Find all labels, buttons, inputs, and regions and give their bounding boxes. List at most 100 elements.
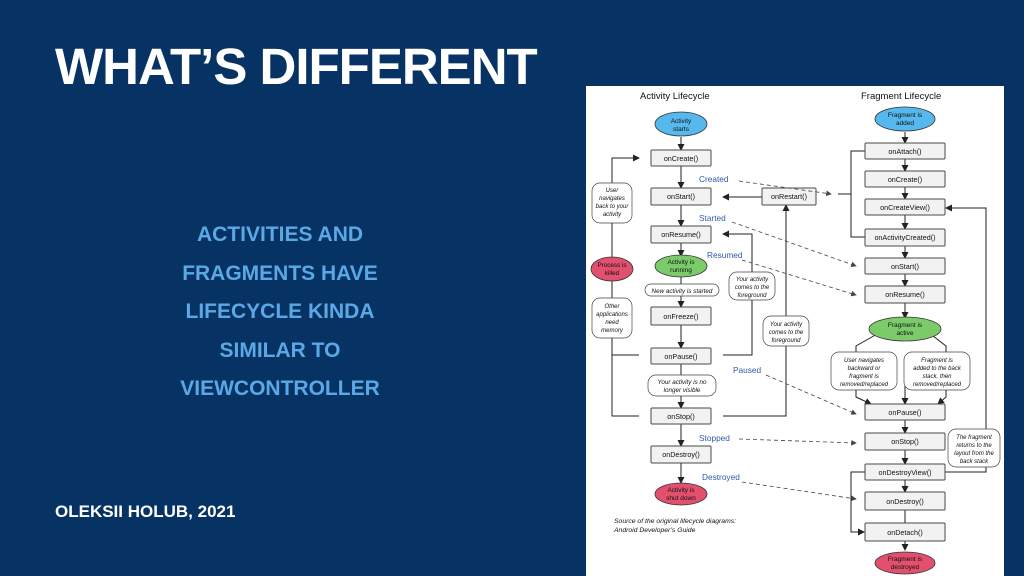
added-to-back-stack-label: removed/replaced	[913, 382, 962, 388]
activity-onrestart-box: onRestart()	[761, 187, 817, 206]
user-navigates-back-label: navigates	[599, 196, 625, 202]
no-longer-visible-note: Your activity is no longer visible	[647, 374, 717, 397]
fragment-onactivitycreated-box: onActivityCreated()	[864, 228, 946, 247]
fragment-returns-label: returns to the	[956, 443, 992, 449]
source-note: Source of the original lifecycle diagram…	[614, 518, 736, 525]
body-line: LIFECYCLE KINDA	[185, 300, 375, 323]
fragment-ondestroy-box: onDestroy()	[864, 491, 946, 511]
comes-to-foreground-note-2: Your activity comes to the foreground	[762, 315, 810, 347]
user-navigates-backward-label: backward or	[848, 366, 882, 372]
activity-oncreate-box: onCreate()	[650, 149, 712, 167]
activity-onfreeze-label: onFreeze()	[663, 312, 698, 321]
fragment-oncreate-label: onCreate()	[888, 175, 922, 184]
fragment-onresume-label: onResume()	[885, 290, 925, 299]
activity-onrestart-label: onRestart()	[771, 192, 807, 201]
fragment-added-label: Fragment is	[888, 112, 923, 119]
fragment-onstop-box: onStop()	[864, 432, 946, 451]
user-navigates-back-label: activity	[603, 212, 622, 218]
activity-running-node	[654, 254, 708, 278]
activity-onstop-box: onStop()	[650, 407, 712, 425]
activity-onstop-label: onStop()	[667, 412, 695, 421]
state-paused: Paused	[733, 365, 762, 375]
fragment-onstart-label: onStart()	[891, 262, 919, 271]
other-apps-label: memory	[601, 328, 624, 334]
state-stopped: Stopped	[699, 433, 730, 443]
activity-onpause-box: onPause()	[650, 347, 712, 365]
fragment-active-label: active	[897, 330, 914, 337]
activity-starts-label: Activity	[671, 118, 692, 125]
fragment-ondetach-box: onDetach()	[864, 522, 946, 542]
process-killed-label: killed	[605, 270, 620, 277]
fragment-ondestroyview-box: onDestroyView()	[864, 463, 946, 481]
state-resumed: Resumed	[707, 250, 743, 260]
fragment-onstart-box: onStart()	[864, 257, 946, 275]
fragment-active-label: Fragment is	[888, 322, 923, 329]
comes-to-foreground-label: Your activity	[770, 322, 803, 328]
added-to-back-stack-label: stack, then	[922, 374, 952, 380]
fragment-ondestroyview-label: onDestroyView()	[879, 468, 932, 477]
slide-title: WHAT’S DIFFERENT	[55, 38, 538, 95]
body-line: FRAGMENTS HAVE	[182, 261, 378, 285]
fragment-onresume-box: onResume()	[864, 285, 946, 304]
fragment-onattach-box: onAttach()	[864, 142, 946, 160]
fragment-active-node	[868, 316, 942, 342]
fragment-onpause-box: onPause()	[864, 403, 946, 421]
fragment-onpause-label: onPause()	[888, 408, 921, 417]
fragment-returns-label: back stack	[960, 459, 989, 465]
activity-starts-node	[654, 111, 708, 137]
body-line: VIEWCONTROLLER	[180, 377, 380, 400]
activity-shutdown-label: shut down	[666, 495, 696, 502]
fragment-oncreateview-box: onCreateView()	[864, 198, 946, 216]
other-apps-label: need	[605, 320, 619, 326]
state-created: Created	[699, 174, 729, 184]
activity-running-label: running	[670, 267, 692, 274]
activity-ondestroy-label: onDestroy()	[662, 450, 700, 459]
user-navigates-backward-label: fragment is	[849, 374, 879, 380]
activity-onresume-label: onResume()	[661, 230, 701, 239]
user-navigates-backward-note: User navigates backward or fragment is r…	[830, 351, 898, 391]
activity-onresume-box: onResume()	[650, 225, 712, 244]
source-note: Android Developer’s Guide	[613, 527, 696, 534]
new-activity-note: New activity is started	[644, 283, 720, 297]
activity-onfreeze-box: onFreeze()	[650, 306, 712, 326]
comes-to-foreground-label: comes to the	[769, 330, 804, 336]
lifecycle-diagram: Activity Lifecycle Fragment Lifecycle Ac…	[586, 86, 1004, 576]
fragment-returns-note: The fragment returns to the layout from …	[947, 428, 1001, 468]
comes-to-foreground-label: foreground	[737, 293, 767, 299]
added-to-back-stack-label: added to the back	[913, 366, 962, 372]
activity-shutdown-label: Activity is	[667, 487, 695, 494]
other-apps-note: Other applications need memory	[591, 297, 633, 339]
other-apps-label: Other	[604, 304, 620, 310]
user-navigates-backward-label: removed/replaced	[840, 382, 889, 388]
fragment-destroyed-label: Fragment is	[888, 556, 923, 563]
fragment-oncreate-box: onCreate()	[864, 170, 946, 188]
no-longer-visible-label: Your activity is no	[658, 379, 707, 386]
fragment-added-label: added	[896, 120, 914, 127]
activity-running-label: Activity is	[667, 259, 695, 266]
slide-body: ACTIVITIES AND FRAGMENTS HAVE LIFECYCLE …	[130, 216, 430, 409]
activity-shutdown-node	[654, 482, 708, 506]
activity-onstart-label: onStart()	[667, 192, 695, 201]
activity-onpause-label: onPause()	[664, 352, 697, 361]
fragment-returns-label: The fragment	[956, 435, 992, 441]
fragment-onstop-label: onStop()	[891, 437, 919, 446]
process-killed-label: Process is	[597, 262, 626, 269]
fragment-added-node	[874, 106, 936, 132]
state-started: Started	[699, 213, 726, 223]
comes-to-foreground-note-1: Your activity comes to the foreground	[728, 271, 776, 301]
fragment-returns-label: layout from the	[954, 451, 994, 457]
user-navigates-back-note: User navigates back to your activity	[591, 182, 633, 224]
added-to-back-stack-label: Fragment is	[921, 358, 953, 364]
no-longer-visible-label: longer visible	[664, 387, 701, 394]
added-to-back-stack-note: Fragment is added to the back stack, the…	[903, 351, 971, 391]
body-line: ACTIVITIES AND	[196, 223, 364, 246]
user-navigates-back-label: User	[606, 188, 620, 194]
fragment-onattach-label: onAttach()	[888, 147, 921, 156]
other-apps-label: applications	[596, 312, 628, 318]
comes-to-foreground-label: Your activity	[736, 277, 769, 283]
fragment-oncreateview-label: onCreateView()	[880, 203, 930, 212]
comes-to-foreground-label: foreground	[771, 338, 801, 344]
fragment-ondetach-label: onDetach()	[887, 528, 923, 537]
author-footer: OLEKSII HOLUB, 2021	[55, 502, 236, 521]
new-activity-label: New activity is started	[652, 288, 713, 295]
